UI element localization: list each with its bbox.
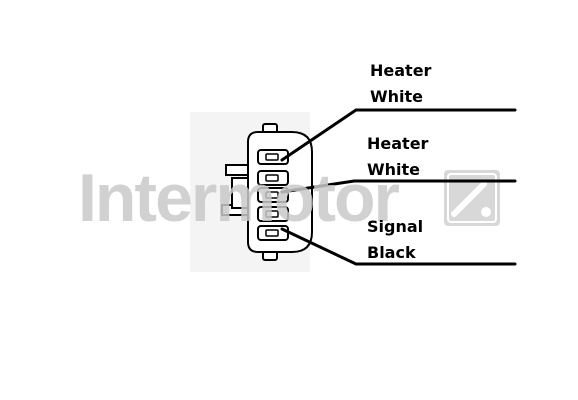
wire-label-2: Heater White xyxy=(367,131,428,183)
wire-heater-2 xyxy=(280,179,517,194)
wire-1-colour: White xyxy=(370,87,424,106)
wires xyxy=(280,108,517,266)
wire-label-3: Signal Black xyxy=(367,214,423,266)
wire-label-1: Heater White xyxy=(370,58,431,110)
wire-3-colour: Black xyxy=(367,243,416,262)
brand-logo-icon xyxy=(444,170,500,226)
wire-2-function: Heater xyxy=(367,134,429,153)
pin-5 xyxy=(265,229,279,237)
pin-2 xyxy=(265,174,279,182)
wire-signal xyxy=(280,227,517,266)
wire-1-function: Heater xyxy=(370,61,432,80)
wire-heater-1 xyxy=(280,108,517,162)
wire-3-function: Signal xyxy=(367,217,424,236)
connector-housing xyxy=(221,123,313,261)
brand-watermark: Intermotor xyxy=(78,160,400,236)
wire-2-colour: White xyxy=(367,160,421,179)
pin-1 xyxy=(265,153,279,161)
pin-3 xyxy=(265,191,279,199)
pin-4 xyxy=(265,210,279,218)
